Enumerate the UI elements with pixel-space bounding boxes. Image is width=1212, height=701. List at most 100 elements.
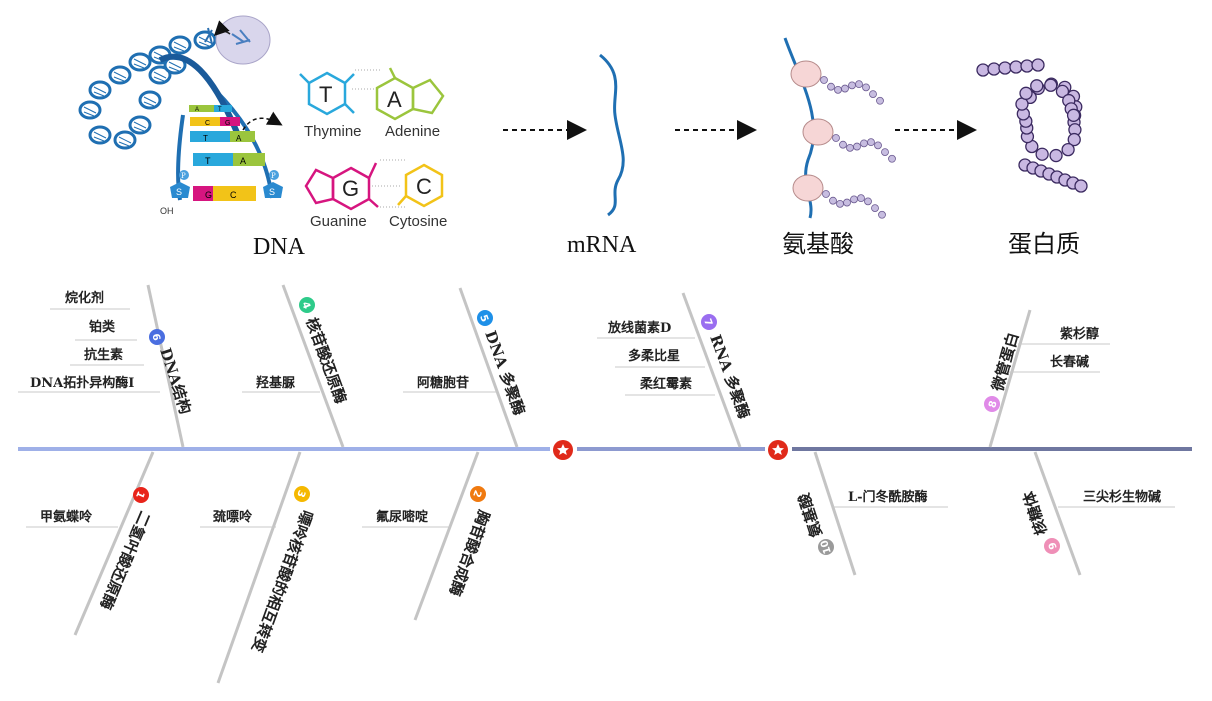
bone-dna-polymerase[interactable]: 阿糖胞苷 5 DNA 多聚酶 [403, 287, 528, 448]
drug-label: DNA拓扑异构酶I [30, 375, 134, 391]
drug-label: 抗生素 [84, 347, 123, 363]
base-letter: T [319, 82, 332, 107]
protein-bead [1055, 84, 1070, 99]
guanine-icon: G [304, 162, 379, 211]
amino-acid-bead [853, 142, 861, 151]
strand-letter: A [195, 107, 199, 113]
thymine-icon: T [299, 71, 355, 116]
strand-letter: C [205, 120, 210, 127]
bone-number: 1 [133, 489, 146, 500]
bone-amino-acid[interactable]: L-门冬酰胺酶 10 氨基酸 [794, 451, 948, 576]
strand-letter: T [203, 134, 208, 143]
protein-bead [1066, 108, 1081, 122]
dna-illustration: G C T A T A C G A T S S P P OH [78, 15, 283, 216]
bone-label: 核糖体 [1019, 488, 1050, 537]
protein-bead [1009, 60, 1023, 74]
strand-letter: A [236, 134, 242, 143]
protein-bead [1020, 59, 1034, 73]
amino-acid-bead [862, 83, 870, 92]
protein-bead [1030, 79, 1044, 93]
helix-rung [198, 36, 212, 47]
bone-number: 10 [819, 538, 834, 555]
bone-number: 3 [294, 488, 307, 498]
drug-label: 氟尿嘧啶 [376, 509, 428, 525]
cell-nucleus-icon [215, 15, 271, 65]
drug-label: 放线菌素D [607, 320, 671, 336]
bone-label: DNA 多聚酶 [481, 328, 528, 417]
protein-bead [1049, 148, 1063, 163]
bone-number: 2 [470, 488, 483, 498]
protein-chain-icon [976, 58, 1088, 193]
bone-number: 7 [701, 317, 714, 327]
stage-label-protein: 蛋白质 [1008, 231, 1080, 258]
base-letter: C [416, 174, 432, 199]
helix-rung [118, 136, 132, 147]
bone-thymidylate-synthase[interactable]: 氟尿嘧啶 2 胸苷酸合成酶 [362, 451, 493, 621]
stage-label-amino-acid: 氨基酸 [782, 231, 854, 258]
amino-acid-bead [827, 82, 835, 91]
amino-acid-bead [860, 139, 868, 148]
amino-acid-bead [846, 143, 854, 152]
amino-acid-bead [843, 198, 851, 207]
bone-label: 二氢叶酸还原酶 [96, 508, 154, 612]
amino-acid-bead [850, 195, 858, 204]
drug-label: 烷化剂 [65, 290, 104, 306]
ribosome-unit [792, 174, 824, 202]
oh-label: OH [160, 206, 174, 216]
amino-acid-bead [836, 199, 844, 208]
protein-bead [1074, 179, 1088, 193]
ribosome-unit [802, 118, 834, 146]
star-marker-icon[interactable] [553, 440, 573, 460]
drug-label: 多柔比星 [628, 348, 680, 364]
amino-acid-bead [832, 134, 840, 142]
drug-label: 铂类 [89, 319, 116, 335]
protein-bead [1067, 132, 1081, 147]
adenine-label: Adenine [385, 123, 440, 140]
star-marker-icon[interactable] [768, 440, 788, 460]
protein-bead [1019, 86, 1033, 100]
bone-rna-polymerase[interactable]: 放线菌素D 多柔比星 柔红霉素 7 RNA 多聚酶 [597, 292, 753, 448]
protein-bead [998, 61, 1012, 75]
drug-label: 甲氨蝶呤 [40, 509, 93, 525]
bone-label: 微管蛋白 [988, 330, 1022, 394]
cytosine-label: Cytosine [389, 213, 447, 230]
protein-bead [1031, 58, 1045, 72]
bone-nucleotide-reductase[interactable]: 羟基脲 4 核苷酸还原酶 [242, 284, 350, 448]
ribosome-icon [783, 37, 896, 219]
amino-acid-bead [839, 140, 847, 149]
bone-label: 氨基酸 [794, 490, 825, 539]
ribosome-unit [790, 60, 822, 88]
base-letter: G [342, 176, 359, 201]
drug-label: 柔红霉素 [639, 376, 692, 392]
protein-bead [1061, 142, 1075, 157]
bone-ribosome[interactable]: 三尖杉生物碱 9 核糖体 [1019, 451, 1175, 576]
drug-label: 阿糖胞苷 [417, 375, 469, 391]
helix-rung [93, 86, 107, 97]
drug-label: 羟基脲 [256, 375, 296, 391]
strand-letter: T [218, 107, 222, 113]
stage-label-dna: DNA [253, 234, 306, 260]
bone-tubulin[interactable]: 紫杉醇 长春碱 8 微管蛋白 [984, 309, 1110, 448]
helix-rung [153, 71, 167, 82]
bone-dhfr[interactable]: 甲氨蝶呤 1 二氢叶酸还原酶 [26, 451, 155, 636]
dna-helix-icon [78, 30, 217, 150]
strand-letter: G [205, 190, 212, 200]
helix-rung [133, 58, 147, 69]
bone-dna-structure[interactable]: 烷化剂 铂类 抗生素 DNA拓扑异构酶I 6 DNA结构 [18, 284, 194, 448]
bone-number: 8 [987, 400, 1000, 410]
phosphate-label: P [271, 172, 276, 180]
amino-acid-bead [857, 194, 865, 203]
amino-acid-bead [841, 84, 849, 93]
amino-acid-bead [864, 197, 872, 206]
helix-rung [113, 71, 127, 82]
bone-purine-interconversion[interactable]: 巯嘌呤 3 嘌呤核苷酸的相互转变 [200, 451, 316, 684]
protein-bead [987, 62, 1001, 76]
bone-label: 嘌呤核苷酸的相互转变 [248, 508, 316, 655]
amino-acid-bead [878, 210, 886, 219]
helix-rung [143, 96, 157, 107]
guanine-label: Guanine [310, 213, 367, 230]
amino-acid-bead [822, 190, 830, 198]
phosphate-label: P [181, 172, 186, 180]
dna-ladder: G C T A T A C G A T S S P P OH [158, 53, 283, 216]
amino-acid-bead [888, 154, 896, 163]
